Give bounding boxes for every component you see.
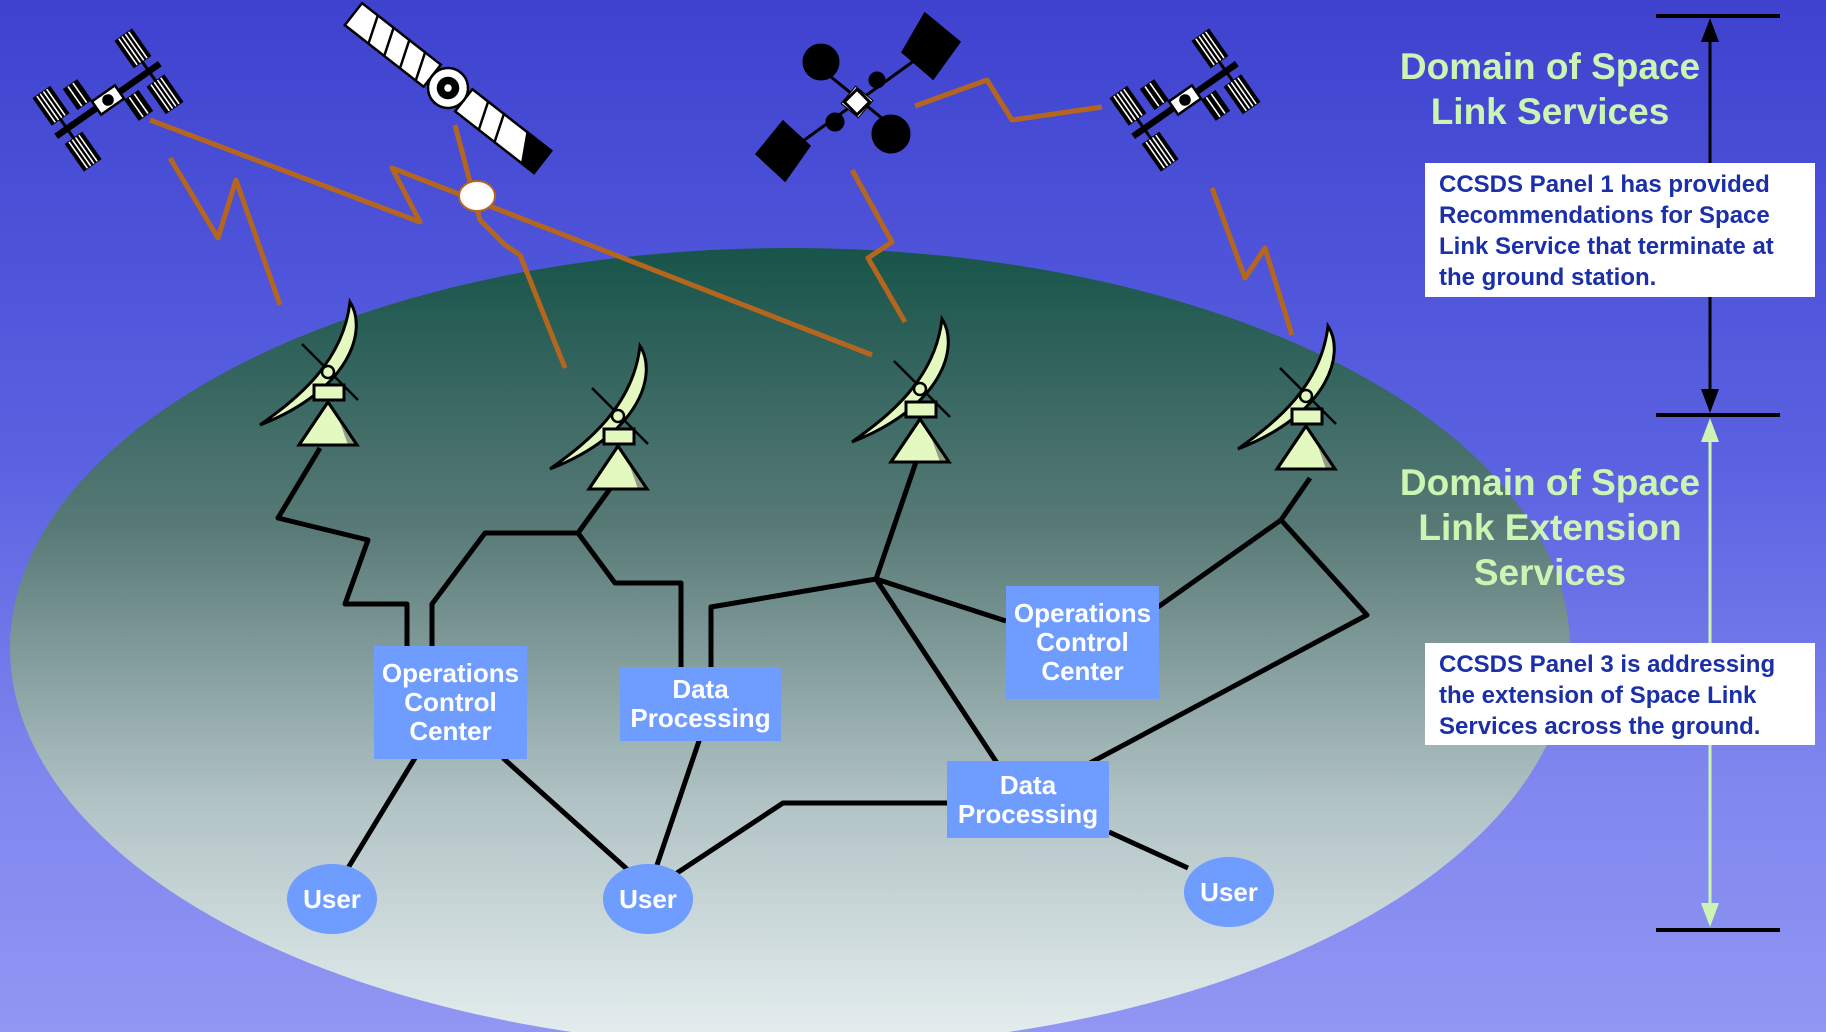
space-link-domain-note: CCSDS Panel 1 has provided Recommendatio… <box>1425 163 1815 297</box>
space-link-domain-title: Domain of Space Link Services <box>1399 46 1701 132</box>
user-node: User <box>603 864 693 934</box>
data-processing-box: Data Processing <box>947 761 1109 838</box>
space-station-icon <box>32 28 184 172</box>
rf-link <box>149 117 873 358</box>
operations-control-center-box: Operations Control Center <box>1006 586 1159 699</box>
rf-link <box>849 168 908 324</box>
operations-control-center-box: Operations Control Center <box>374 646 527 759</box>
user-node: User <box>1184 857 1274 927</box>
data-processing-box: Data Processing <box>620 667 781 741</box>
cube-satellite-icon <box>754 11 962 183</box>
rf-link <box>914 77 1103 123</box>
solar-panel-satellite-icon <box>343 1 553 175</box>
ground-network-lines <box>275 446 1370 878</box>
space-link-extension-domain-title: Domain of Space Link Extension Services <box>1399 462 1701 593</box>
user-node: User <box>287 864 377 934</box>
crosslink-intersection-marker <box>458 180 496 212</box>
rf-link <box>167 156 283 306</box>
rf-link <box>1209 187 1295 336</box>
space-station-icon <box>1109 28 1261 172</box>
ground-domain-ellipse <box>10 248 1570 1032</box>
space-link-extension-domain-note: CCSDS Panel 3 is addressing the extensio… <box>1425 643 1815 745</box>
